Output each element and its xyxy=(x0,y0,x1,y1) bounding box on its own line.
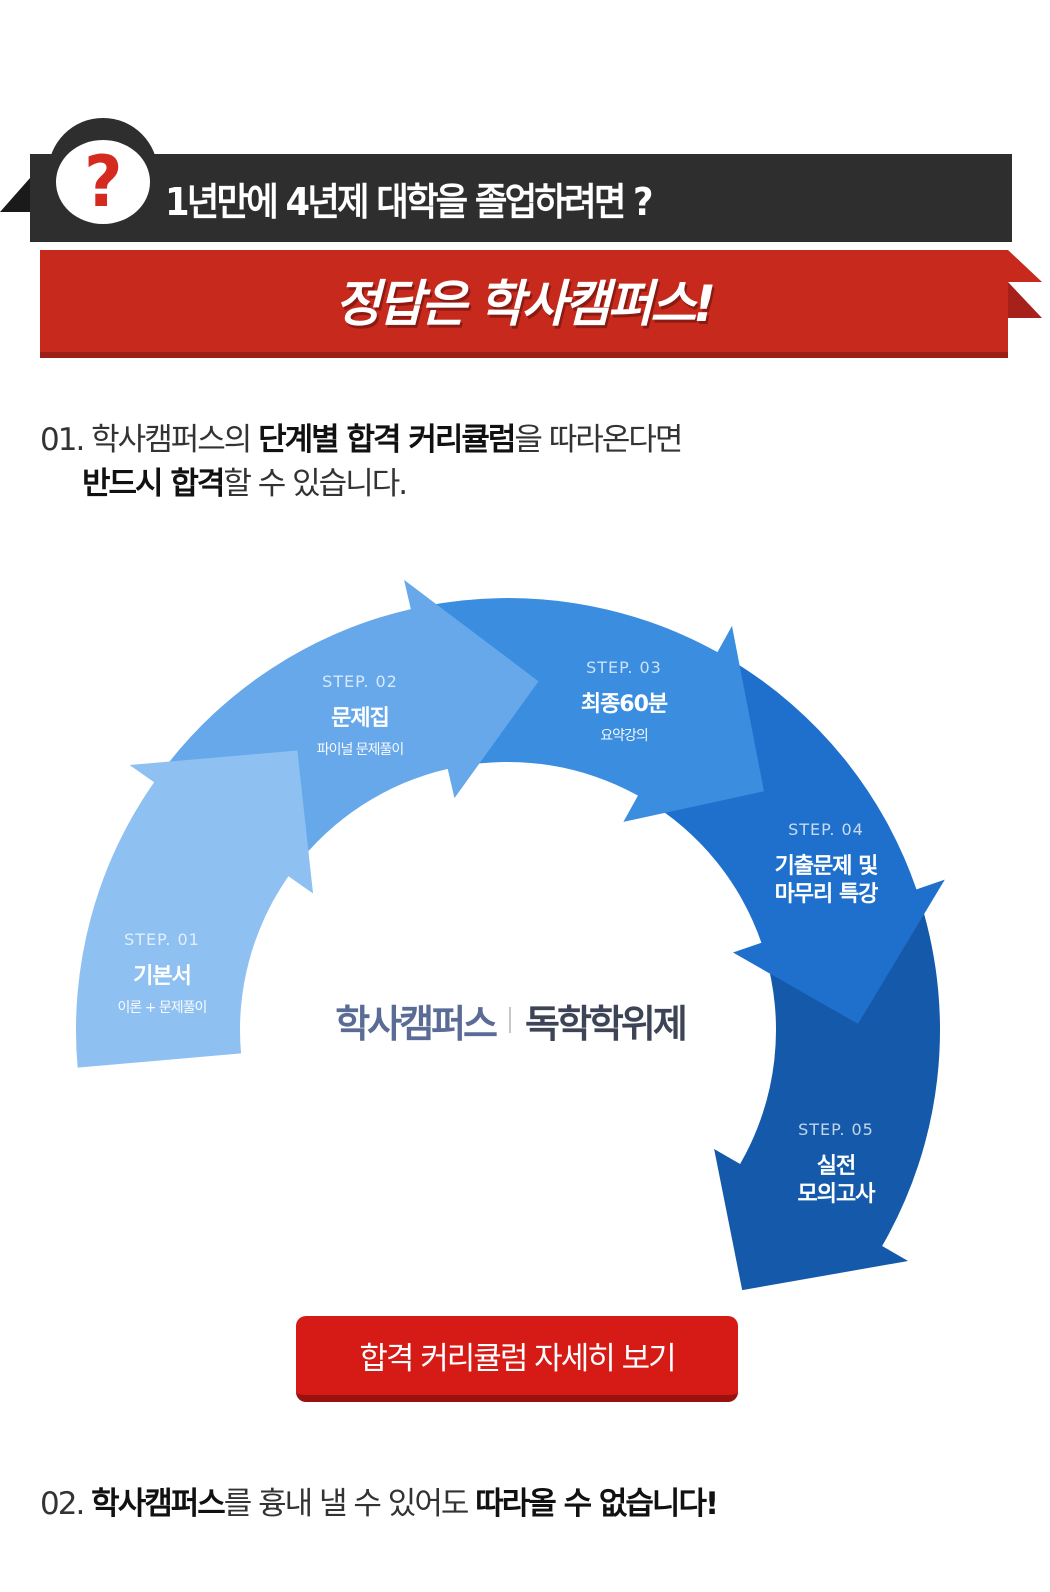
point-02-bold-2: 따라올 수 없습니다! xyxy=(475,1486,719,1522)
step-03-title: 최종60분 xyxy=(580,692,668,717)
curriculum-diagram: STEP. 01 기본서 이론 + 문제풀이 STEP. 02 문제집 파이널 … xyxy=(0,560,1050,1320)
point-01-number: 01. xyxy=(40,422,85,458)
step-03: STEP. 03 최종60분 요약강의 xyxy=(554,658,694,745)
answer-banner xyxy=(40,250,1008,358)
point-01-text-1: 학사캠퍼스의 xyxy=(83,422,259,458)
step-02-subtitle: 파이널 문제풀이 xyxy=(316,742,405,758)
point-01-text-3: 할 수 있습니다. xyxy=(223,466,408,502)
step-01-title: 기본서 xyxy=(133,964,192,989)
step-04-title: 기출문제 및 마무리 특강 xyxy=(774,854,879,907)
step-arrow-5 xyxy=(714,903,940,1291)
step-05: STEP. 05 실전 모의고사 xyxy=(766,1120,906,1209)
point-02-bold-1: 학사캠퍼스 xyxy=(91,1486,226,1522)
answer-title: 정답은 학사캠퍼스! xyxy=(334,275,716,333)
curriculum-detail-button[interactable]: 합격 커리큘럼 자세히 보기 xyxy=(296,1316,738,1402)
step-05-number: STEP. 05 xyxy=(798,1120,874,1139)
answer-banner-fold xyxy=(1008,282,1042,318)
curriculum-arrows xyxy=(76,579,945,1291)
point-01-text-2: 을 따라온다면 xyxy=(514,422,683,458)
brand-divider xyxy=(509,1007,511,1033)
step-04: STEP. 04 기출문제 및 마무리 특강 xyxy=(746,820,906,909)
step-arrow-3 xyxy=(425,598,764,822)
question-title: 1년만에 4년제 대학을 졸업하려면 ? xyxy=(165,179,654,224)
point-01-bold-1: 단계별 합격 커리큘럼 xyxy=(258,422,516,458)
step-01-subtitle: 이론 + 문제풀이 xyxy=(117,1000,208,1016)
step-03-number: STEP. 03 xyxy=(586,658,662,677)
step-02-number: STEP. 02 xyxy=(322,672,398,691)
point-02: 02. 학사캠퍼스를 흉내 낼 수 있어도 따라올 수 없습니다! xyxy=(40,1482,1040,1526)
point-01: 01. 학사캠퍼스의 단계별 합격 커리큘럼을 따라온다면 반드시 합격할 수 … xyxy=(40,418,940,506)
step-arrow-1 xyxy=(76,750,314,1068)
question-mark-icon: ? xyxy=(83,141,123,223)
point-02-number: 02. xyxy=(40,1486,85,1522)
step-02: STEP. 02 문제집 파이널 문제풀이 xyxy=(290,672,430,759)
step-01: STEP. 01 기본서 이론 + 문제풀이 xyxy=(92,930,232,1017)
question-banner xyxy=(30,154,1012,242)
question-badge-inner: ? xyxy=(56,140,150,224)
point-02-text-1: 를 흉내 낼 수 있어도 xyxy=(223,1486,476,1522)
answer-banner-tri xyxy=(1008,250,1042,282)
brand-dokhak: 독학학위제 xyxy=(525,1001,688,1046)
step-03-subtitle: 요약강의 xyxy=(600,728,649,744)
banner-dark-fold xyxy=(0,178,30,212)
point-01-line-2: 반드시 합격할 수 있습니다. xyxy=(40,462,940,506)
step-05-title: 실전 모의고사 xyxy=(797,1154,876,1207)
step-04-number: STEP. 04 xyxy=(788,820,864,839)
step-02-title: 문제집 xyxy=(331,706,390,731)
point-01-bold-2: 반드시 합격 xyxy=(82,466,225,502)
step-01-number: STEP. 01 xyxy=(124,930,200,949)
center-brand: 학사캠퍼스 독학학위제 xyxy=(270,990,750,1050)
brand-hak-sa-campus: 학사캠퍼스 xyxy=(335,1001,498,1046)
